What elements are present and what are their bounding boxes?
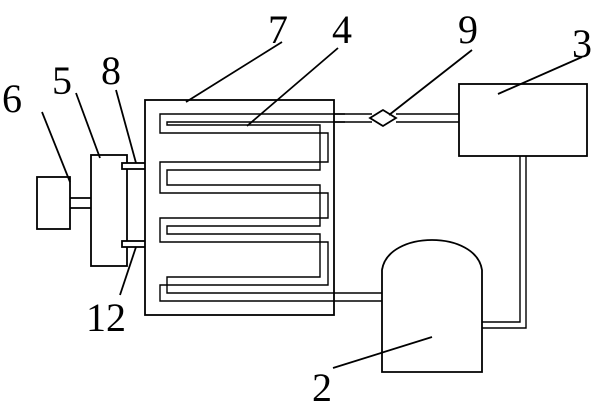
leader-12	[119, 246, 137, 296]
leader-8	[115, 89, 137, 164]
leader-7	[185, 41, 283, 103]
component-3-box	[458, 83, 588, 157]
label-9: 9	[458, 7, 478, 52]
leader-3	[497, 56, 583, 95]
leader-5	[75, 92, 101, 159]
label-8: 8	[101, 48, 121, 93]
pipe-3-to-2-inner	[482, 156, 527, 329]
pipe-3-to-2-outer	[482, 156, 521, 323]
label-7: 7	[268, 7, 288, 52]
component-5-box	[90, 154, 128, 267]
connector-12	[121, 240, 148, 248]
label-6: 6	[2, 76, 22, 121]
label-12: 12	[86, 295, 126, 340]
leader-9	[388, 49, 473, 116]
coil-4-outer	[159, 113, 382, 302]
leader-4	[246, 47, 339, 127]
coil-4-inner	[166, 121, 382, 294]
connector-8	[121, 162, 148, 170]
leader-2	[332, 336, 433, 369]
label-4: 4	[332, 7, 352, 52]
label-5: 5	[52, 58, 72, 103]
component-6-box	[36, 176, 71, 230]
leader-6	[41, 111, 71, 183]
component-2-vessel	[381, 239, 483, 373]
label-3: 3	[572, 21, 592, 66]
label-2: 2	[312, 365, 332, 406]
container-7-box	[144, 99, 335, 316]
